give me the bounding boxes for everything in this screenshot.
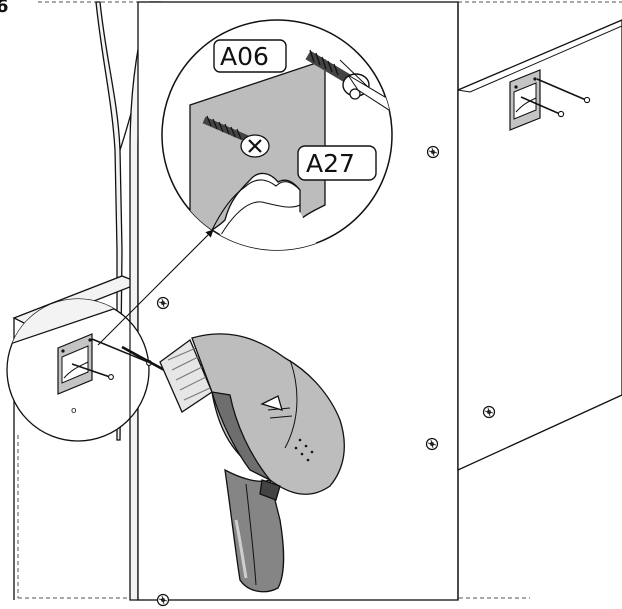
detail-magnifier-icon: A06 A27 <box>161 19 393 251</box>
screw-icon <box>202 115 270 158</box>
detail-leader-arrow <box>97 229 214 346</box>
power-drill-icon <box>121 333 345 593</box>
callout-a06-text: A06 <box>220 42 269 71</box>
screw-icon <box>536 78 591 104</box>
cam-lock-icon <box>156 593 170 607</box>
right-bracket <box>509 69 591 131</box>
cam-lock-icon <box>156 296 170 310</box>
screw-icon <box>520 96 565 118</box>
mounting-bracket-icon <box>509 69 541 131</box>
step-number: 6 <box>0 0 9 17</box>
right-panel <box>457 19 622 472</box>
screw-icon <box>71 363 114 380</box>
cam-lock-icon <box>425 437 439 451</box>
cam-lock-icon <box>482 405 496 419</box>
small-detail-circle: o <box>6 298 152 442</box>
callout-label-a06: A06 <box>213 39 287 73</box>
callout-a27-text: A27 <box>306 149 355 178</box>
panel-mark: o <box>71 406 77 416</box>
cam-lock-icon <box>426 145 440 159</box>
callout-label-a27: A27 <box>297 145 377 181</box>
